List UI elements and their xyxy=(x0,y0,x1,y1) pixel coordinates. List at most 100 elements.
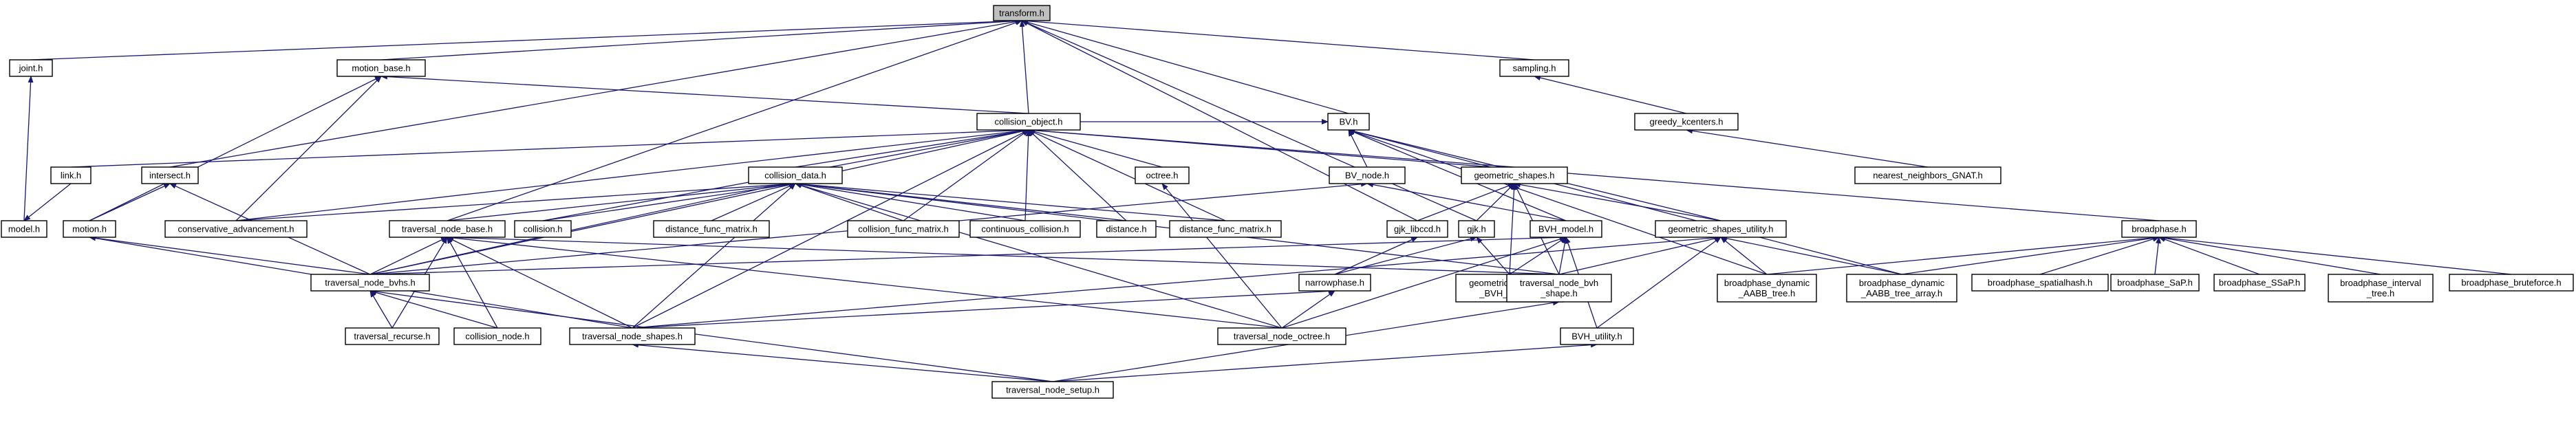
node-label: broadphase_bruteforce.h xyxy=(2461,278,2561,288)
edge-bp_dyn_aabb_tree_array-to-broadphase xyxy=(1901,235,2160,275)
node-traversal-node-octree[interactable]: traversal_node_octree.h xyxy=(1217,327,1346,345)
node-greedy-kcenters[interactable]: greedy_kcenters.h xyxy=(1634,113,1739,131)
node-joint[interactable]: joint.h xyxy=(9,59,53,77)
node-octree[interactable]: octree.h xyxy=(1135,166,1190,184)
node-bp-interval-tree[interactable]: broadphase_interval_tree.h xyxy=(2328,274,2434,303)
edge-distance_func_matrix-to-collision_data xyxy=(711,183,796,221)
node-gjk[interactable]: gjk.h xyxy=(1458,220,1495,238)
node-link[interactable]: link.h xyxy=(50,166,92,184)
node-box xyxy=(1499,59,1569,77)
node-box xyxy=(1327,113,1370,131)
node-box xyxy=(1458,220,1495,238)
node-label: link.h xyxy=(61,171,81,181)
edge-gjk-to-transform xyxy=(1021,20,1477,221)
node-box xyxy=(345,327,440,345)
node-sampling[interactable]: sampling.h xyxy=(1499,59,1569,77)
node-bp-dyn-aabb-tree-array[interactable]: broadphase_dynamic_AABB_tree_array.h xyxy=(1846,274,1957,303)
edge-conservative_adv-to-motion_base xyxy=(235,76,382,221)
node-distance[interactable]: distance.h xyxy=(1096,220,1157,238)
node-bp-dyn-aabb-tree[interactable]: broadphase_dynamic_AABB_tree.h xyxy=(1717,274,1817,303)
node-nearest-neighbors[interactable]: nearest_neighbors_GNAT.h xyxy=(1854,166,2001,184)
node-label: geometric_shapes.h xyxy=(1474,171,1554,181)
node-label: broadphase_interval xyxy=(2340,278,2421,288)
node-model[interactable]: model.h xyxy=(1,220,47,238)
node-box xyxy=(1560,327,1634,345)
edge-link-to-model xyxy=(23,183,72,221)
node-bp-bruteforce[interactable]: broadphase_bruteforce.h xyxy=(2449,274,2574,292)
edge-traversal_node_setup-to-traversal_node_shapes xyxy=(632,342,1053,382)
node-intersect[interactable]: intersect.h xyxy=(141,166,199,184)
node-box xyxy=(1386,220,1448,238)
edge-collision_data-to-collision_object xyxy=(795,128,1029,168)
node-continuous-collision[interactable]: continuous_collision.h xyxy=(969,220,1081,238)
node-box xyxy=(1298,274,1371,292)
edge-traversal_recurse-to-traversal_node_bvhs xyxy=(369,290,393,329)
node-traversal-node-shapes[interactable]: traversal_node_shapes.h xyxy=(569,327,696,345)
node-label: transform.h xyxy=(999,8,1044,19)
node-bp-sap[interactable]: broadphase_SaP.h xyxy=(2110,274,2200,292)
edge-bv_node-to-bv xyxy=(1348,129,1368,168)
node-box xyxy=(1971,274,2109,292)
node-traversal-recurse[interactable]: traversal_recurse.h xyxy=(345,327,440,345)
edge-bp_dyn_aabb_tree-to-bv xyxy=(1348,129,1768,275)
node-geometric-shapes-utility[interactable]: geometric_shapes_utility.h xyxy=(1655,220,1787,238)
node-collision-node[interactable]: collision_node.h xyxy=(453,327,541,345)
node-box xyxy=(1846,274,1957,303)
node-label: collision_data.h xyxy=(764,171,826,181)
node-narrowphase[interactable]: narrowphase.h xyxy=(1298,274,1371,292)
edge-traversal_node_bvh_shape-to-bvh_model xyxy=(1558,237,1568,275)
node-label: broadphase_SSaP.h xyxy=(2219,278,2300,288)
node-box xyxy=(1506,274,1612,303)
node-bp-spatialhash[interactable]: broadphase_spatialhash.h xyxy=(1971,274,2109,292)
edge-joint-to-transform xyxy=(30,18,1022,61)
node-collision[interactable]: collision.h xyxy=(514,220,572,238)
node-motion[interactable]: motion.h xyxy=(63,220,116,238)
edge-bp_dyn_aabb_tree-to-geometric_shapes_utility xyxy=(1720,237,1768,275)
node-label: collision_func_matrix.h xyxy=(858,224,949,234)
node-bvh-model[interactable]: BVH_model.h xyxy=(1530,220,1602,238)
edge-sampling-to-transform xyxy=(1021,18,1535,61)
node-box xyxy=(164,220,308,238)
node-conservative-adv[interactable]: conservative_advancement.h xyxy=(164,220,308,238)
node-box xyxy=(1135,166,1190,184)
node-motion-base[interactable]: motion_base.h xyxy=(336,59,426,77)
edge-traversal_node_bvh_shape-to-geometric_shapes_utility xyxy=(1558,236,1721,275)
node-label: _AABB_tree_array.h xyxy=(1860,288,1942,298)
node-bp-ssap[interactable]: broadphase_SSaP.h xyxy=(2213,274,2306,292)
node-label: _shape.h xyxy=(1540,288,1578,298)
node-label: sampling.h xyxy=(1513,63,1556,74)
node-geometric-shapes[interactable]: geometric_shapes.h xyxy=(1461,166,1568,184)
node-bv-node[interactable]: BV_node.h xyxy=(1329,166,1406,184)
edge-traversal_node_bvh_shape-to-traversal_node_base xyxy=(447,234,1560,275)
node-collision-data[interactable]: collision_data.h xyxy=(748,166,843,184)
node-traversal-node-base[interactable]: traversal_node_base.h xyxy=(389,220,506,238)
node-gjk-libccd[interactable]: gjk_libccd.h xyxy=(1386,220,1448,238)
node-collision-object[interactable]: collision_object.h xyxy=(976,113,1081,131)
node-traversal-node-bvhs[interactable]: traversal_node_bvhs.h xyxy=(310,274,430,292)
node-box xyxy=(141,166,199,184)
node-distance-func-matrix2[interactable]: distance_func_matrix.h xyxy=(1169,220,1282,238)
node-distance-func-matrix[interactable]: distance_func_matrix.h xyxy=(653,220,770,238)
edge-distance_func_matrix2-to-collision_data xyxy=(795,181,1226,221)
node-label: collision.h xyxy=(523,224,562,234)
node-collision-func-matrix[interactable]: collision_func_matrix.h xyxy=(847,220,960,238)
node-bv[interactable]: BV.h xyxy=(1327,113,1370,131)
node-label: distance.h xyxy=(1106,224,1146,234)
edge-bp_dyn_aabb_tree-to-broadphase xyxy=(1766,234,2160,275)
node-broadphase[interactable]: broadphase.h xyxy=(2121,220,2197,238)
edge-traversal_node_bvhs-to-collision_data xyxy=(369,182,796,275)
node-label: continuous_collision.h xyxy=(981,224,1069,234)
node-traversal-node-bvh-shape[interactable]: traversal_node_bvh_shape.h xyxy=(1506,274,1612,303)
node-box xyxy=(1096,220,1157,238)
edge-motion_base-to-transform xyxy=(380,18,1022,61)
node-box xyxy=(389,220,506,238)
node-traversal-node-setup[interactable]: traversal_node_setup.h xyxy=(991,381,1114,399)
edge-broadphase-to-collision_object xyxy=(1028,127,2160,221)
node-transform[interactable]: transform.h xyxy=(993,5,1051,21)
node-box xyxy=(63,220,116,238)
node-label: traversal_node_bvhs.h xyxy=(325,278,416,288)
node-label: gjk.h xyxy=(1467,224,1485,234)
node-bvh-utility[interactable]: BVH_utility.h xyxy=(1560,327,1634,345)
node-box xyxy=(1530,220,1602,238)
node-box xyxy=(1854,166,2001,184)
